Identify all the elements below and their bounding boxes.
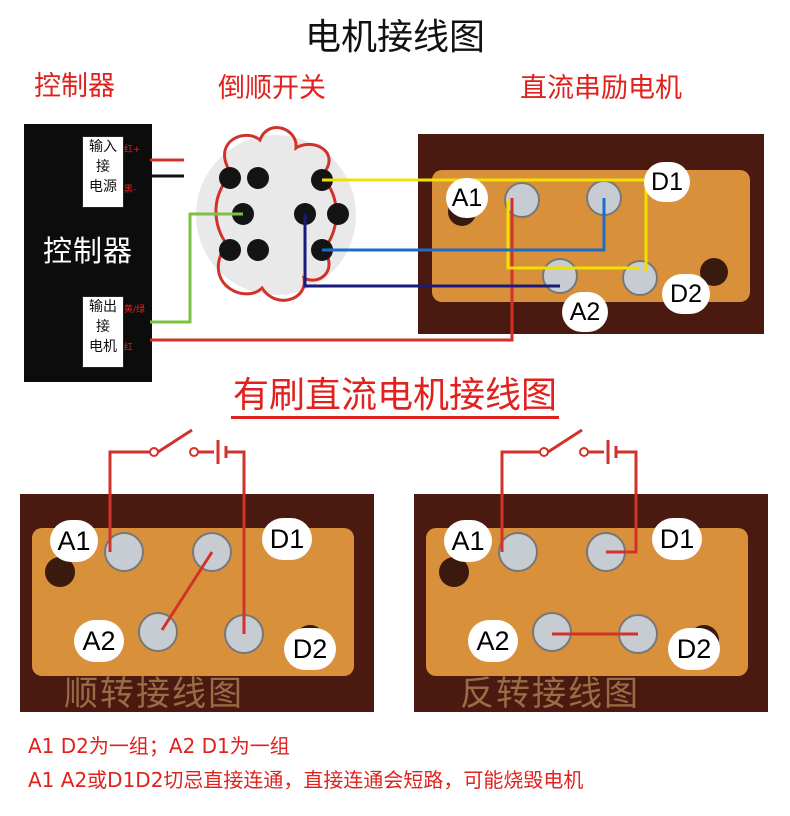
switch-jumper-bottom bbox=[216, 249, 331, 302]
wire-blue bbox=[322, 198, 606, 252]
switch-terminal bbox=[219, 239, 241, 261]
terminal-a2 bbox=[532, 612, 572, 652]
reverse-circuit bbox=[500, 428, 638, 636]
switch-terminal bbox=[247, 167, 269, 189]
top-label-d2: D2 bbox=[662, 274, 710, 314]
input-char-1: 输入 bbox=[89, 139, 117, 155]
mount-hole bbox=[45, 557, 75, 587]
top-label-a2: A2 bbox=[562, 292, 608, 332]
terminal-a1 bbox=[104, 532, 144, 572]
wire-tag-yellow-green: 黄/绿 bbox=[124, 305, 146, 315]
wire-green bbox=[150, 212, 243, 324]
reverse-label-a2: A2 bbox=[468, 620, 518, 662]
wire-red-output bbox=[150, 198, 514, 342]
controller-label: 控制器 bbox=[34, 71, 115, 102]
forward-label-d2: D2 bbox=[284, 628, 336, 670]
switch-terminal bbox=[247, 239, 269, 261]
note-groups: A1 D2为一组；A2 D1为一组 bbox=[28, 734, 290, 758]
output-char-3: 电机 bbox=[89, 339, 117, 355]
mount-hole bbox=[439, 557, 469, 587]
wire-tag-red-plus: 红+ bbox=[124, 145, 141, 155]
output-char-2: 接 bbox=[96, 319, 110, 335]
terminal-a2 bbox=[138, 612, 178, 652]
input-power-box: 输入 接 电源 bbox=[82, 136, 124, 208]
switch-terminal bbox=[219, 167, 241, 189]
forward-circuit bbox=[108, 428, 246, 634]
forward-label-a1: A1 bbox=[50, 520, 98, 562]
top-label-d1: D1 bbox=[644, 162, 690, 202]
page-title: 电机接线图 bbox=[304, 17, 485, 58]
wire-tag-black-minus: 黑- bbox=[124, 185, 137, 195]
wire-tag-red: 红 bbox=[124, 343, 134, 353]
input-char-2: 接 bbox=[96, 159, 110, 175]
mount-hole bbox=[700, 258, 728, 286]
reverse-label-d2: D2 bbox=[668, 628, 720, 670]
motor-label: 直流串励电机 bbox=[520, 73, 682, 104]
reverse-caption: 反转接线图 bbox=[460, 674, 640, 714]
sub-title-text: 有刷直流电机接线图 bbox=[230, 375, 559, 419]
sub-title: 有刷直流电机接线图 bbox=[0, 366, 790, 419]
input-char-3: 电源 bbox=[89, 179, 117, 195]
terminal-d2 bbox=[622, 260, 658, 296]
output-motor-box: 输出 接 电机 bbox=[82, 296, 124, 368]
reverse-label-d1: D1 bbox=[652, 518, 702, 560]
terminal-a1 bbox=[498, 532, 538, 572]
forward-label-a2: A2 bbox=[74, 620, 124, 662]
reverse-label-a1: A1 bbox=[444, 520, 492, 562]
switch-terminal bbox=[327, 203, 349, 225]
reversing-switch-label: 倒顺开关 bbox=[218, 73, 326, 104]
note-warning: A1 A2或D1D2切忌直接连通，直接连通会短路，可能烧毁电机 bbox=[28, 768, 584, 792]
wire-navy bbox=[303, 214, 560, 288]
terminal-a2 bbox=[542, 258, 578, 294]
switch-jumper-top bbox=[223, 126, 331, 171]
forward-caption: 顺转接线图 bbox=[64, 674, 244, 714]
forward-label-d1: D1 bbox=[262, 518, 312, 560]
controller-name: 控制器 bbox=[42, 234, 133, 268]
output-char-1: 输出 bbox=[89, 299, 117, 315]
terminal-a1 bbox=[504, 182, 540, 218]
top-label-a1: A1 bbox=[446, 178, 488, 218]
wire-yellow-jumper bbox=[506, 200, 640, 270]
